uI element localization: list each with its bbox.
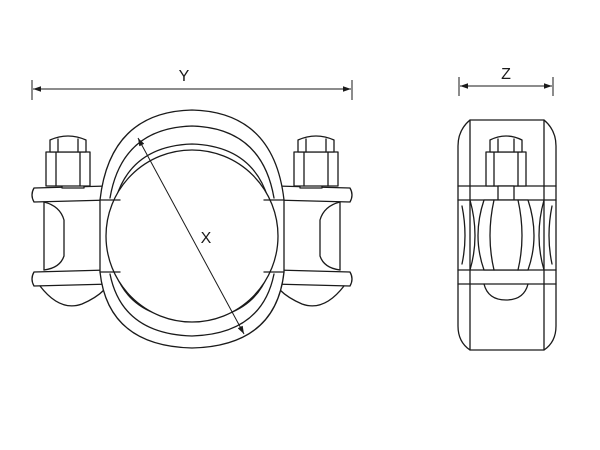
side-bolt (477, 135, 535, 301)
dimension-x-label: X (201, 230, 212, 247)
dimension-z: Z (458, 66, 554, 96)
dimension-z-label: Z (501, 66, 511, 83)
dimension-y: Y (31, 68, 353, 100)
dimension-y-label: Y (179, 68, 190, 85)
side-view: Z (457, 66, 557, 351)
coupling-housing (99, 109, 285, 349)
front-view: Y (31, 68, 353, 349)
dimension-x: X (137, 137, 245, 335)
right-bolt-pad (265, 135, 353, 311)
